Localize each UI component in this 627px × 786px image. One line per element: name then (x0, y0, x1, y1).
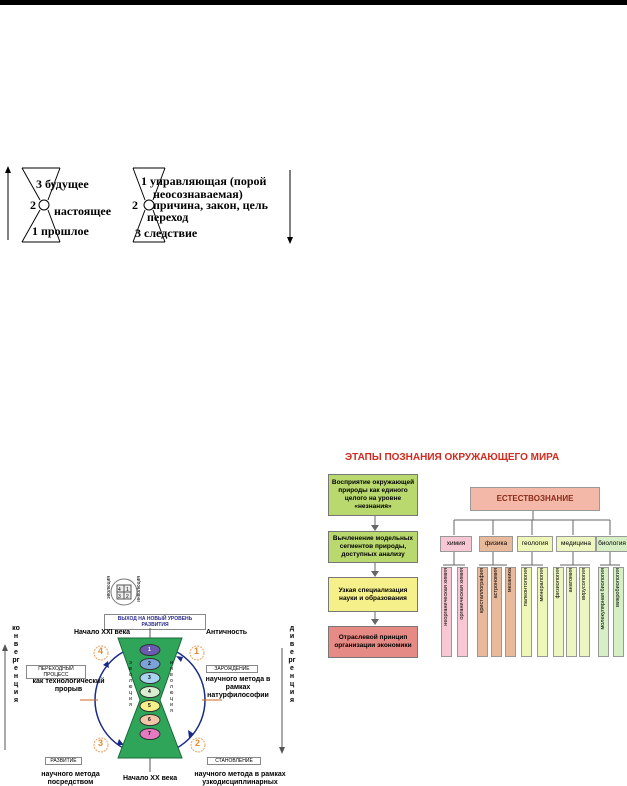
sub-molecular-biology: молекулярная биология (598, 567, 609, 657)
stage-step-4: Отраслевой принцип организации экономики (328, 626, 418, 658)
sub-paleontology: палеонтология (521, 567, 532, 657)
consequence-label: 3 следствие (135, 226, 198, 240)
svg-text:3: 3 (118, 594, 121, 600)
present-number: 2 (30, 198, 36, 212)
q4-text: как технологический прорыв (32, 678, 105, 693)
hourglass-right-graphic (132, 167, 293, 244)
cause-line-2: неосознаваемая) (153, 187, 243, 201)
mini-right-label: инволюция (136, 576, 142, 602)
quadrant-num-4: 4 (98, 646, 104, 656)
category-physics: физика (479, 536, 513, 552)
q4-label: ПЕРЕХОДНЫЙ ПРОЦЕСС (26, 665, 86, 679)
stage-step-1: Восприятие окружающей природы как единог… (328, 474, 418, 516)
era-start-20c: Начало XX века (123, 775, 178, 782)
inner-right-label: инволюция (169, 660, 174, 714)
svg-text:4: 4 (118, 587, 121, 593)
right-vertical-label: дивергенция (288, 625, 296, 705)
category-geology: геология (517, 536, 553, 552)
future-label: 3 будущее (36, 177, 89, 191)
level-1: 1 (148, 647, 151, 653)
time-diagram-left: 3 будущее 2 настоящее 1 прошлое (0, 160, 125, 250)
sub-anatomy: анатомия (566, 567, 577, 657)
q3-text: научного метода посредством интенсификац… (41, 771, 100, 786)
hourglass-left-graphic (5, 166, 61, 243)
sub-crystallography: кристаллография (477, 567, 488, 657)
level-3: 3 (148, 675, 151, 681)
svg-text:2: 2 (126, 594, 129, 600)
divergence-text: дивергенция (288, 625, 296, 704)
stage-step-2: Вычленение модельных сегментов природы, … (328, 531, 418, 563)
mini-legend-graphic: 4 1 3 2 (110, 578, 138, 606)
num2-label: 2 (132, 198, 138, 212)
sub-astronomy: астрономия (491, 567, 502, 657)
mini-left-label: эволюция (106, 576, 112, 599)
q2-label: СТАНОВЛЕНИЕ (207, 757, 261, 765)
quadrant-num-1: 1 (194, 646, 200, 656)
q3-label: РАЗВИТИЕ (45, 757, 82, 765)
transition-label: переход (147, 210, 189, 224)
past-label: 1 прошлое (32, 224, 89, 238)
time-diagram-right: 2 1 управляющая (порой неосознаваемая) п… (125, 160, 300, 250)
stages-title: ЭТАПЫ ПОЗНАНИЯ ОКРУЖАЮЩЕГО МИРА (345, 452, 560, 463)
level-6: 6 (148, 717, 151, 723)
new-level-banner: ВЫХОД НА НОВЫЙ УРОВЕНЬ РАЗВИТИЯ (104, 614, 206, 630)
cause-line-3: причина, закон, цель (153, 198, 268, 212)
level-7: 7 (148, 731, 151, 737)
level-2: 2 (148, 661, 151, 667)
sub-physiology: физиология (553, 567, 564, 657)
svg-text:1: 1 (126, 587, 129, 593)
natural-science-root: ЕСТЕСТВОЗНАНИЕ (470, 487, 600, 511)
mini-legend: 4 1 3 2 эволюция инволюция (106, 574, 142, 610)
sub-mineralogy: минералогия (537, 567, 548, 657)
category-biology: биология (596, 536, 627, 552)
cause-line-1: 1 управляющая (порой (141, 174, 267, 188)
sub-organic-chemistry: органическая химия (457, 567, 468, 657)
q1-text: научного метода в рамках натурфилософии (205, 676, 271, 699)
quadrant-num-2: 2 (195, 738, 201, 748)
category-chemistry: химия (440, 536, 472, 552)
sub-inorganic-chemistry: неорганическая химия (441, 567, 452, 657)
q2-text: научного метода в рамках узкодисциплинар… (194, 771, 286, 786)
convergence-text: конвергенция (12, 625, 20, 704)
cycle-graphic (2, 628, 285, 772)
stage-step-3: Узкая специализация науки и образования (328, 577, 418, 612)
top-rule (0, 0, 627, 5)
quadrant-num-3: 3 (98, 738, 104, 748)
level-5: 5 (148, 703, 151, 709)
era-antiquity: Античность (206, 629, 248, 636)
left-vertical-label: конвергенция (12, 625, 20, 705)
sub-virology: вирусология (579, 567, 590, 657)
stages-connectors (371, 510, 620, 625)
sub-mechanics: механика (505, 567, 516, 657)
category-medicine: медицина (556, 536, 596, 552)
q1-label: ЗАРОЖДЕНИЕ (206, 665, 258, 673)
era-start-21c: Начало XXI века (74, 629, 131, 636)
level-4: 4 (148, 689, 151, 695)
inner-left-label: эволюция (128, 660, 133, 708)
sub-microbiology: микробиология (613, 567, 624, 657)
present-label: настоящее (54, 204, 112, 218)
